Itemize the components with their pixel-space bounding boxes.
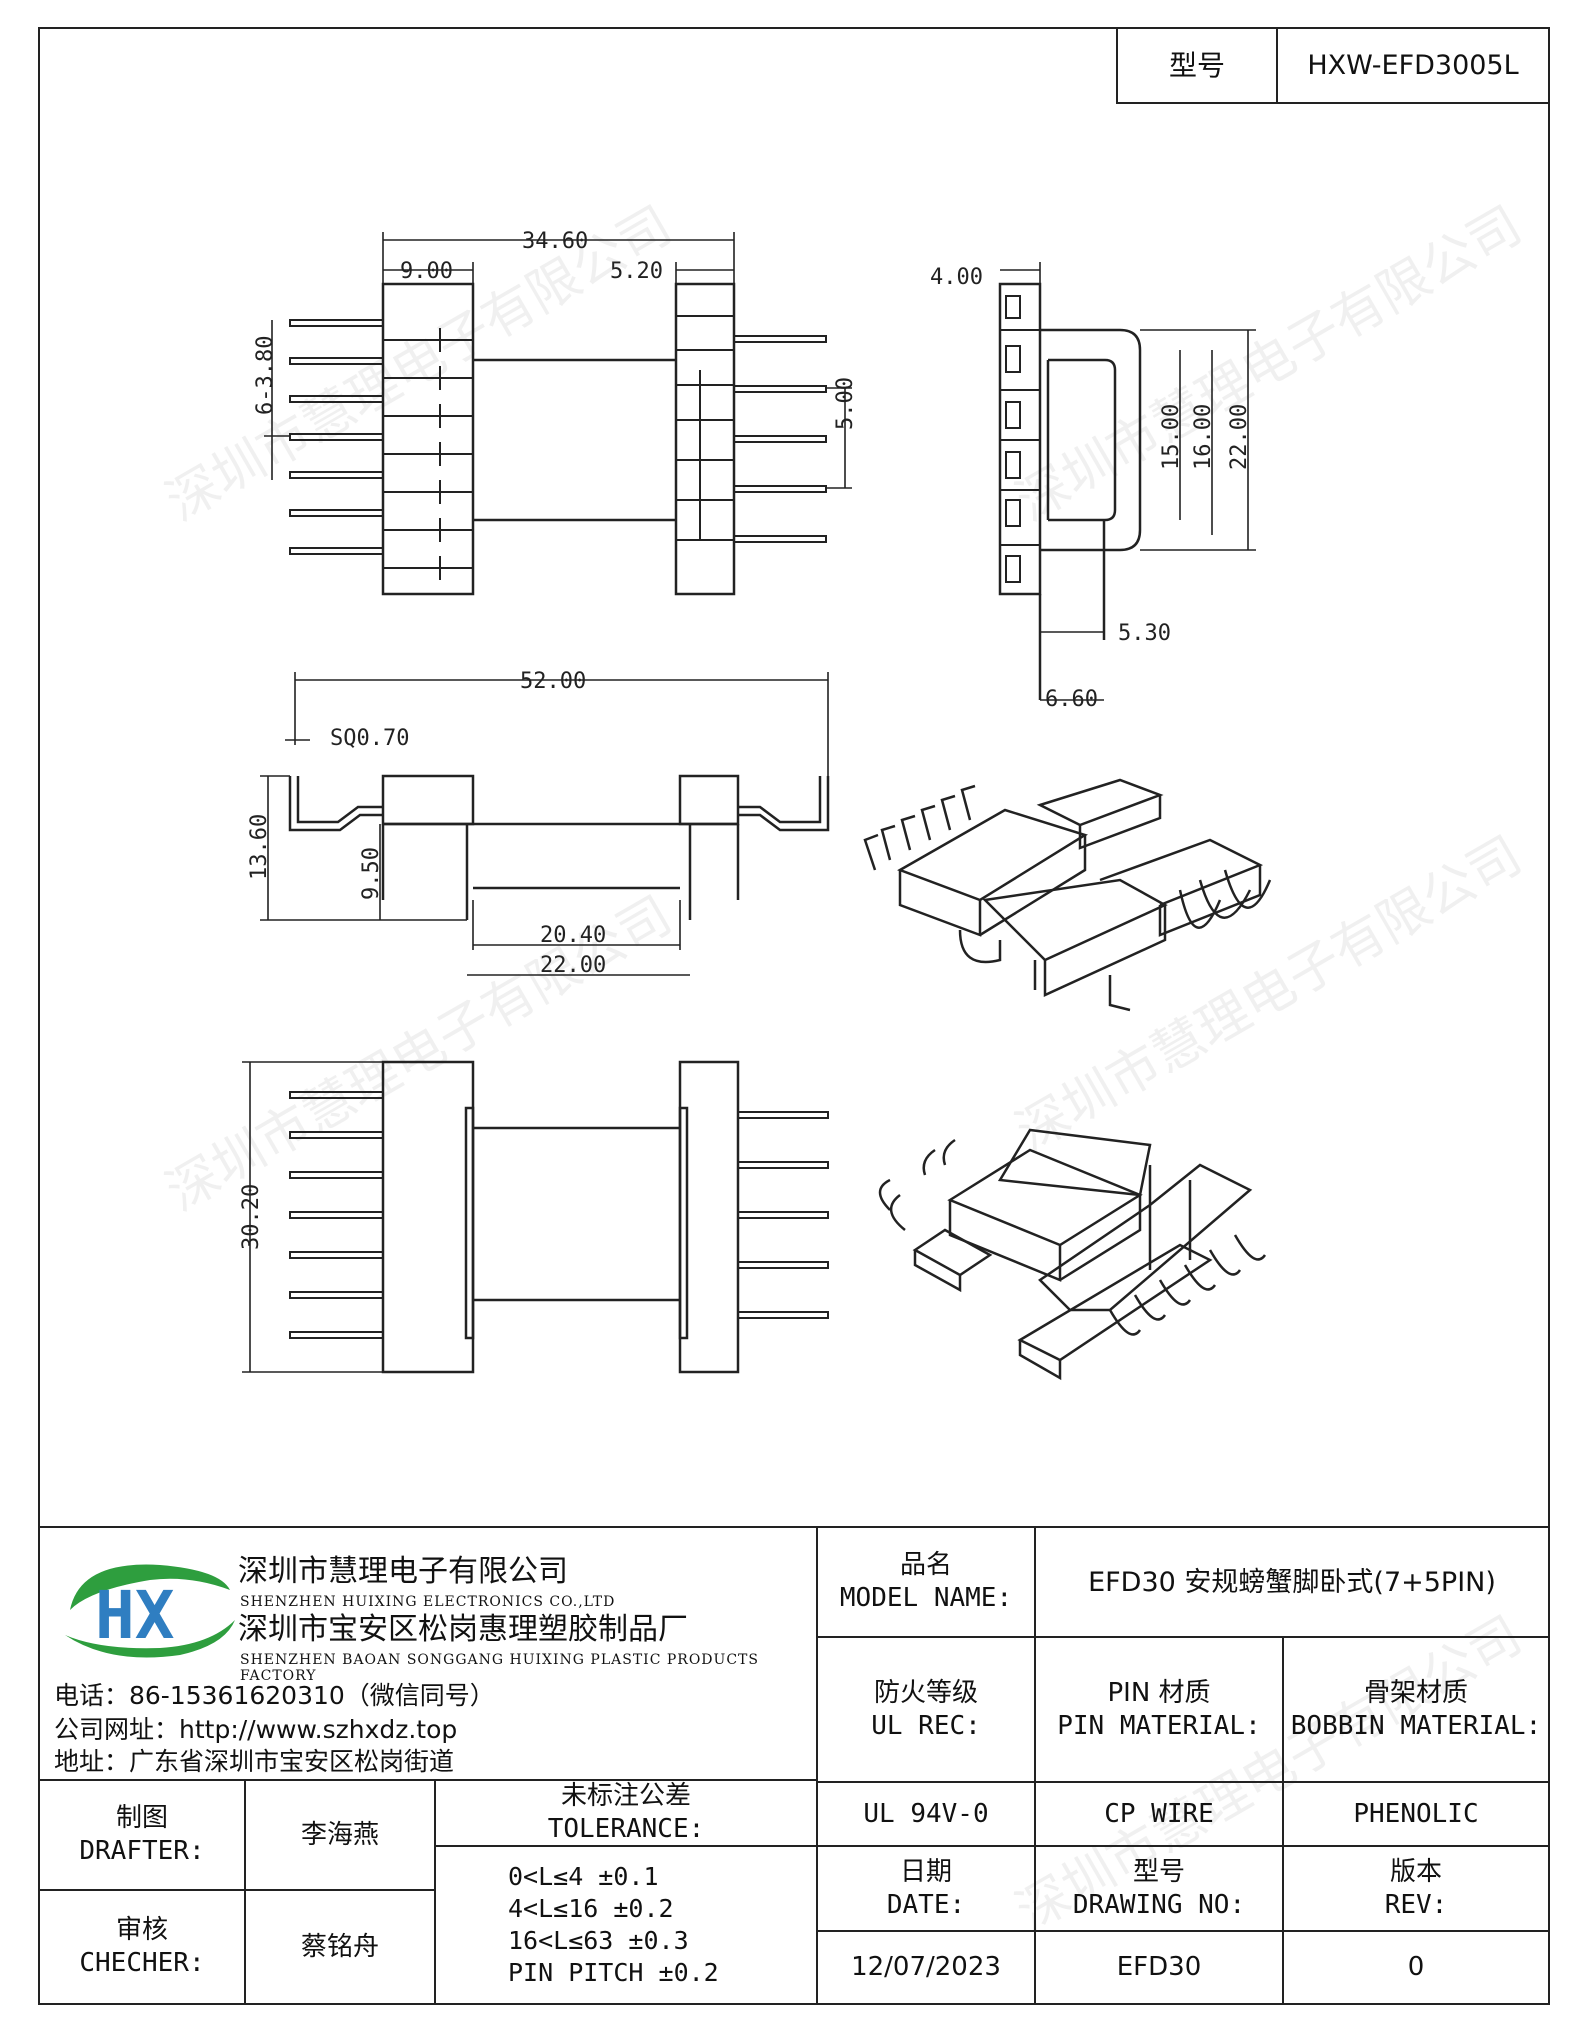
company-name-cn: 深圳市慧理电子有限公司 <box>238 1554 568 1589</box>
drawing-value: EFD30 <box>1116 1952 1202 1982</box>
bobbin-material-label-cell: 骨架材质 BOBBIN MATERIAL: <box>1282 1636 1550 1783</box>
isometric-view-bottom <box>878 1128 1267 1381</box>
ul-cn: 防火等级 <box>873 1677 978 1708</box>
drafter-en: DRAFTER: <box>79 1836 205 1866</box>
date-label-cell: 日期 DATE: <box>816 1845 1036 1932</box>
model-label: 型号 <box>1168 49 1225 82</box>
dim-16-00: 16.00 <box>1191 404 1216 470</box>
rev-value-cell: 0 <box>1282 1930 1550 2005</box>
dim-sq0-70: SQ0.70 <box>330 726 409 751</box>
company-info: HX 深圳市慧理电子有限公司 SHENZHEN HUIXING ELECTRON… <box>38 1526 818 1781</box>
drawing-en: DRAWING NO: <box>1072 1889 1246 1920</box>
factory-name-cn: 深圳市宝安区松岗惠理塑胶制品厂 <box>238 1612 688 1647</box>
date-en: DATE: <box>886 1889 966 1920</box>
rev-en: REV: <box>1384 1889 1448 1920</box>
drafter-label-cell: 制图 DRAFTER: <box>38 1779 246 1891</box>
bottom-view-right-flange <box>678 1060 740 1374</box>
front-view-left-flange <box>381 774 475 826</box>
technical-drawing: 34.60 9.00 5.20 6-3.80 5.00 4.00 15.00 1… <box>239 229 1272 1381</box>
tolerance-line: 0<L≤4 ±0.1 <box>508 1862 659 1891</box>
bobbin-value-cell: PHENOLIC <box>1282 1781 1550 1847</box>
model-name-value: EFD30 安规螃蟹脚卧式(7+5PIN) <box>1088 1566 1496 1598</box>
ul-label-cell: 防火等级 UL REC: <box>816 1636 1036 1783</box>
dim-15-00: 15.00 <box>1159 404 1184 470</box>
tolerance-values-cell: 0<L≤4 ±0.1 4<L≤16 ±0.2 16<L≤63 ±0.3 PIN … <box>434 1845 818 2005</box>
top-view-right-flange <box>674 282 736 596</box>
ul-value-cell: UL 94V-0 <box>816 1781 1036 1847</box>
pin-value: CP WIRE <box>1104 1798 1214 1829</box>
model-name-en: MODEL NAME: <box>839 1583 1013 1613</box>
dim-13-60: 13.60 <box>247 814 272 880</box>
dim-30-20: 30.20 <box>239 1184 264 1250</box>
dim-4-00: 4.00 <box>930 265 983 290</box>
tolerance-cn: 未标注公差 <box>560 1781 691 1811</box>
rev-label-cell: 版本 REV: <box>1282 1845 1550 1932</box>
dim-9-00: 9.00 <box>400 259 453 284</box>
tolerance-line: 4<L≤16 ±0.2 <box>508 1894 674 1923</box>
bottom-view-left-flange <box>381 1060 475 1374</box>
tolerance-line: PIN PITCH ±0.2 <box>508 1958 719 1987</box>
bobbin-cn: 骨架材质 <box>1363 1677 1468 1708</box>
company-website: 公司网址：http://www.szhxdz.top <box>54 1715 458 1744</box>
tolerance-line: 16<L≤63 ±0.3 <box>508 1926 689 1955</box>
rev-value: 0 <box>1407 1952 1425 1982</box>
company-phone: 电话：86-15361620310（微信同号） <box>54 1681 495 1710</box>
ul-value: UL 94V-0 <box>863 1798 989 1829</box>
pin-material-label-cell: PIN 材质 PIN MATERIAL: <box>1034 1636 1284 1783</box>
checker-value: 蔡铭舟 <box>300 1931 379 1962</box>
model-name-value-cell: EFD30 安规螃蟹脚卧式(7+5PIN) <box>1034 1526 1550 1638</box>
dim-22-00-side: 22.00 <box>1227 404 1252 470</box>
drafter-value: 李海燕 <box>300 1819 379 1850</box>
pin-en: PIN MATERIAL: <box>1057 1710 1261 1741</box>
checker-en: CHECHER: <box>79 1948 205 1978</box>
model-value: HXW-EFD3005L <box>1307 50 1519 81</box>
dim-5-00: 5.00 <box>833 377 858 430</box>
date-value-cell: 12/07/2023 <box>816 1930 1036 2005</box>
bobbin-en: BOBBIN MATERIAL: <box>1290 1710 1542 1741</box>
company-name-en: SHENZHEN HUIXING ELECTRONICS CO.,LTD <box>240 1594 616 1610</box>
dim-34-60: 34.60 <box>522 229 588 254</box>
tolerance-en: TOLERANCE: <box>547 1814 705 1844</box>
dim-20-40: 20.40 <box>540 923 606 948</box>
drawing-no-value-cell: EFD30 <box>1034 1930 1284 2005</box>
factory-name-en: SHENZHEN BAOAN SONGGANG HUIXING PLASTIC … <box>240 1652 759 1684</box>
model-value-cell: HXW-EFD3005L <box>1276 27 1550 104</box>
svg-text:HX: HX <box>95 1577 174 1654</box>
date-value: 12/07/2023 <box>851 1952 1001 1982</box>
dim-22-00-front: 22.00 <box>540 953 606 978</box>
drafter-value-cell: 李海燕 <box>244 1779 436 1891</box>
top-view-left-flange <box>381 282 475 596</box>
dim-6-60: 6.60 <box>1045 687 1098 712</box>
pin-cn: PIN 材质 <box>1107 1677 1211 1708</box>
dim-5-30: 5.30 <box>1118 621 1171 646</box>
drafter-cn: 制图 <box>115 1803 168 1833</box>
company-logo-icon: HX <box>65 1564 235 1658</box>
dim-5-20: 5.20 <box>610 259 663 284</box>
checker-label-cell: 审核 CHECHER: <box>38 1889 246 2005</box>
pin-value-cell: CP WIRE <box>1034 1781 1284 1847</box>
rev-cn: 版本 <box>1389 1856 1442 1887</box>
ul-en: UL REC: <box>871 1710 981 1741</box>
dim-52-00: 52.00 <box>520 669 586 694</box>
model-name-label-cell: 品名 MODEL NAME: <box>816 1526 1036 1638</box>
dim-9-50: 9.50 <box>359 847 384 900</box>
date-cn: 日期 <box>899 1856 952 1887</box>
checker-value-cell: 蔡铭舟 <box>244 1889 436 2005</box>
drawing-no-label-cell: 型号 DRAWING NO: <box>1034 1845 1284 1932</box>
bobbin-value: PHENOLIC <box>1353 1798 1479 1829</box>
dim-6-3-80: 6-3.80 <box>253 336 278 415</box>
model-name-cn: 品名 <box>899 1550 952 1580</box>
front-view-right-flange <box>678 774 740 826</box>
drawing-cn: 型号 <box>1132 1856 1185 1887</box>
company-address: 地址：广东省深圳市宝安区松岗街道 <box>54 1747 455 1776</box>
isometric-view-top <box>863 778 1272 1012</box>
checker-cn: 审核 <box>115 1915 168 1945</box>
tolerance-label-cell: 未标注公差 TOLERANCE: <box>434 1779 818 1847</box>
